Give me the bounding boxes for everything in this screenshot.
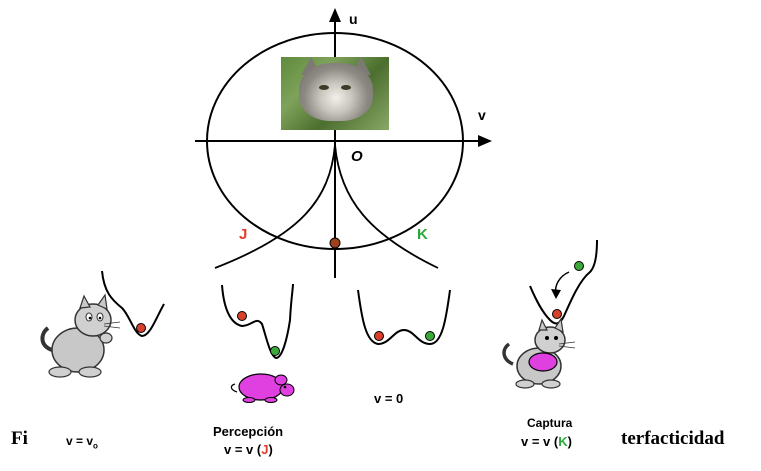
ball-3-green: [426, 332, 435, 341]
panel-4-caption-close: ): [568, 434, 572, 449]
panel-2-caption-close: ): [268, 442, 272, 457]
ball-4-green: [575, 262, 584, 271]
potential-well-2: [222, 284, 293, 358]
panel-1-caption: v = vo: [66, 434, 98, 450]
critical-point-dot: [330, 238, 340, 248]
ball-4-red: [553, 310, 562, 319]
v-axis-label: v: [478, 107, 486, 123]
cartoon-cat-1: [42, 295, 120, 377]
cat-head: [299, 63, 373, 121]
panel-4-caption: v = v (K): [521, 434, 572, 449]
panel-2-caption-text: v = v (: [224, 442, 261, 457]
u-axis-arrow: [329, 8, 341, 22]
mouse: [231, 374, 294, 403]
panel-4-caption-letter: K: [558, 434, 567, 449]
v-axis-arrow: [478, 135, 492, 147]
fragment-left-text: Fi: [11, 428, 28, 450]
potential-well-1: [102, 271, 164, 336]
curved-arrow-head: [551, 289, 561, 299]
potential-well-4: [530, 240, 597, 323]
cat-eye-right: [341, 85, 351, 90]
panel-1-caption-text: v = v: [66, 434, 93, 448]
ball-1: [137, 324, 146, 333]
panel-2-title: Percepción: [213, 424, 283, 439]
cartoon-cat-2: [504, 319, 575, 388]
panel-3-caption: v = 0: [374, 391, 403, 406]
panel-2-caption: v = v (J): [224, 442, 273, 457]
ball-2-red: [238, 312, 247, 321]
cat-photo: [281, 57, 389, 130]
potential-well-3: [358, 290, 450, 344]
branch-k-label: K: [417, 226, 428, 243]
ball-3-red: [375, 332, 384, 341]
panel-1-caption-sub: o: [93, 441, 98, 450]
ball-2-green: [271, 347, 280, 356]
u-axis-label: u: [349, 11, 358, 27]
cat-eye-left: [319, 85, 329, 90]
panel-4-title: Captura: [527, 416, 572, 430]
panel-4-caption-text: v = v (: [521, 434, 558, 449]
origin-label: O: [351, 148, 363, 165]
fragment-right-text: terfacticidad: [621, 428, 724, 450]
branch-j-label: J: [239, 226, 247, 243]
